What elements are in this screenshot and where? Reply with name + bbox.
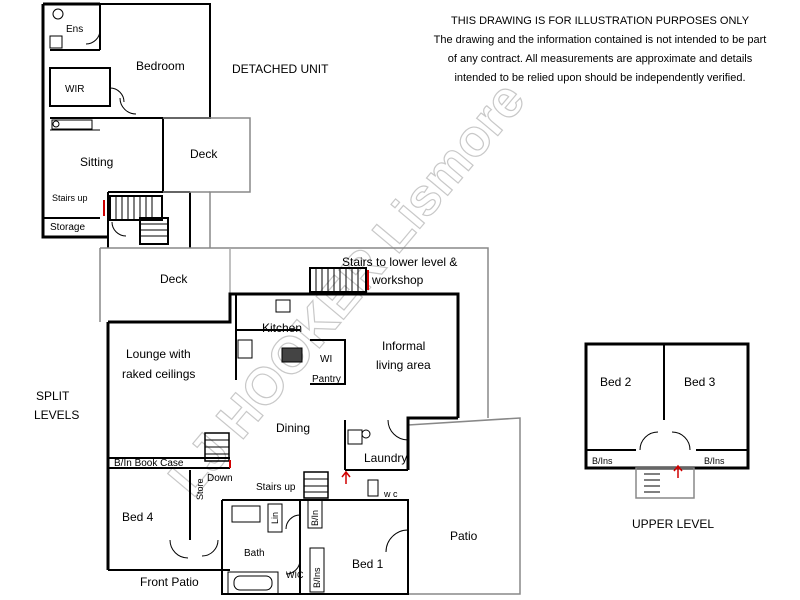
label-lounge-1: Lounge with (126, 347, 191, 361)
disclaimer: THIS DRAWING IS FOR ILLUSTRATION PURPOSE… (400, 12, 800, 88)
label-built-ins-right: B/Ins (704, 456, 725, 466)
upper-level (584, 342, 750, 499)
label-bath: Bath (244, 548, 265, 559)
patio (407, 417, 521, 595)
main-walls (106, 292, 460, 595)
label-laundry: Laundry (364, 451, 407, 465)
label-patio: Patio (450, 529, 478, 543)
label-stairs-up-main: Stairs up (256, 482, 296, 493)
label-detached-unit: DETACHED UNIT (232, 62, 329, 76)
disclaimer-line-1: THIS DRAWING IS FOR ILLUSTRATION PURPOSE… (450, 15, 750, 27)
label-wir: WIR (65, 84, 84, 95)
label-split-2: LEVELS (34, 408, 79, 422)
label-dining: Dining (276, 421, 310, 435)
label-storage: Storage (50, 222, 85, 233)
label-upper-level: UPPER LEVEL (632, 517, 714, 531)
label-deck-main: Deck (160, 272, 188, 286)
label-wi: WI (320, 354, 332, 365)
label-built-ins-left: B/Ins (592, 456, 613, 466)
label-wic: WIC (286, 570, 304, 580)
watermark: LJ HOOKER Lismore (158, 71, 537, 507)
label-wc: w c (383, 489, 398, 499)
label-sitting: Sitting (80, 155, 113, 169)
fixtures-main (169, 299, 409, 595)
disclaimer-line-4: intended to be relied upon should be ind… (454, 72, 746, 84)
label-bedroom: Bedroom (136, 59, 185, 73)
label-down: Down (207, 473, 233, 484)
ensuite-fixtures (49, 8, 137, 130)
unit-stairs (103, 195, 169, 245)
disclaimer-line-3: of any contract. All measurements are ap… (447, 53, 753, 65)
label-stairs-lower-1: Stairs to lower level & (342, 255, 457, 269)
label-linen: Lin (270, 512, 280, 524)
label-informal-1: Informal (382, 339, 425, 353)
label-pantry: Pantry (312, 374, 341, 385)
label-bed1: Bed 1 (352, 557, 384, 571)
upper-deck (163, 117, 251, 248)
label-informal-2: living area (376, 358, 431, 372)
label-split-1: SPLIT (36, 389, 70, 403)
label-book-case: B/In Book Case (114, 458, 184, 469)
label-kitchen: Kitchen (262, 321, 302, 335)
label-bed4: Bed 4 (122, 510, 154, 524)
label-ensuite: Ens (66, 24, 83, 35)
label-built-in-hall: B/In (310, 510, 320, 526)
label-front-patio: Front Patio (140, 575, 199, 589)
label-bed2: Bed 2 (600, 375, 632, 389)
main-stairs (204, 267, 369, 499)
label-lounge-2: raked ceilings (122, 367, 195, 381)
label-built-in-bed1: B/Ins (312, 567, 322, 588)
label-stairs-up-unit: Stairs up (52, 193, 88, 203)
detached-unit (41, 2, 211, 248)
label-deck-upper: Deck (190, 147, 218, 161)
label-bed3: Bed 3 (684, 375, 716, 389)
disclaimer-line-2: The drawing and the information containe… (433, 34, 767, 46)
label-stairs-lower-2: workshop (371, 273, 424, 287)
label-store: Store (195, 478, 205, 500)
